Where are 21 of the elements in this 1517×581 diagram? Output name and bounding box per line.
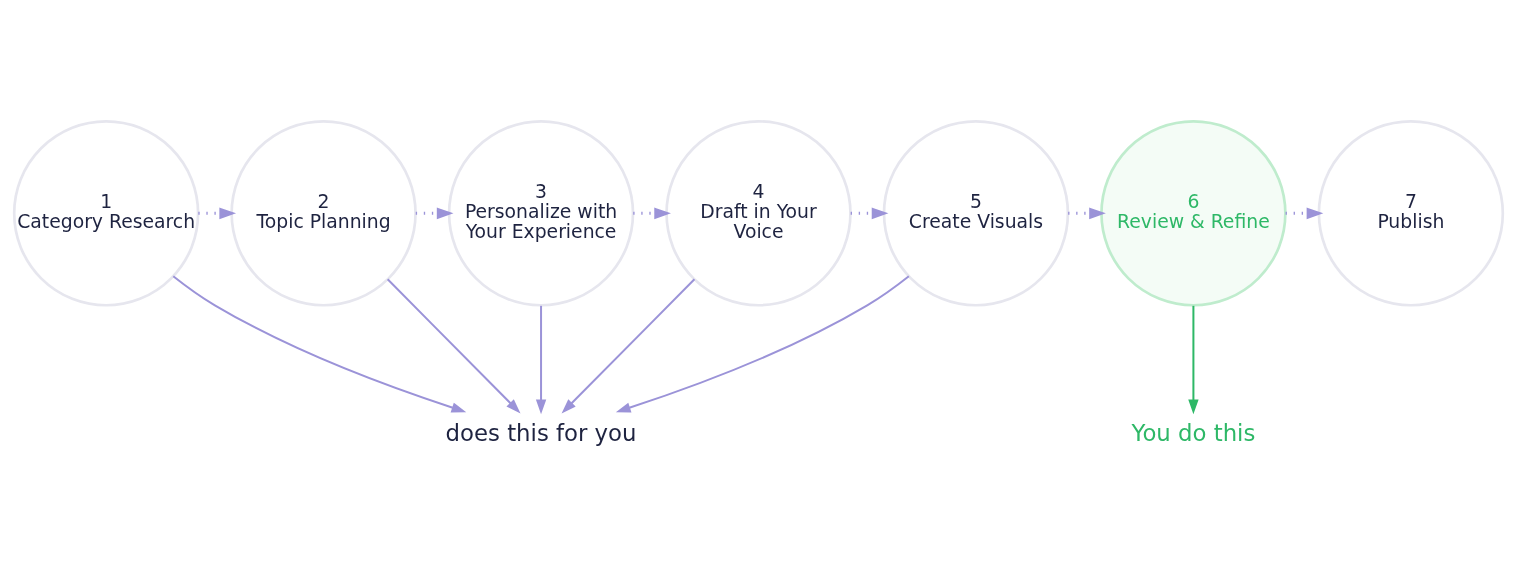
- arrow: [198, 207, 237, 220]
- arrow: [1188, 305, 1199, 415]
- node-circle: 7 Publish: [1317, 120, 1505, 307]
- node-circle: 4 Draft in Your Voice: [665, 120, 852, 307]
- arrow: [172, 275, 467, 413]
- arrow: [561, 278, 696, 414]
- arrow: [386, 278, 521, 414]
- arrow: [535, 305, 547, 415]
- arrow: [1068, 207, 1106, 220]
- arrow: [615, 275, 910, 413]
- node-text: You do this: [1131, 419, 1256, 446]
- arrow: [415, 207, 454, 220]
- arrow: [633, 207, 671, 220]
- node-circle: 3 Personalize with Your Experience: [447, 120, 635, 307]
- node-text: does this for you: [445, 419, 637, 446]
- node-circle: 5 Create Visuals: [882, 120, 1070, 307]
- arrow: [850, 207, 889, 220]
- node-circle: 2 Topic Planning: [230, 120, 417, 307]
- arrow: [1285, 207, 1324, 220]
- node-circle: 1 Category Research: [12, 120, 200, 307]
- node-circle: 6 Review & Refine: [1100, 120, 1287, 307]
